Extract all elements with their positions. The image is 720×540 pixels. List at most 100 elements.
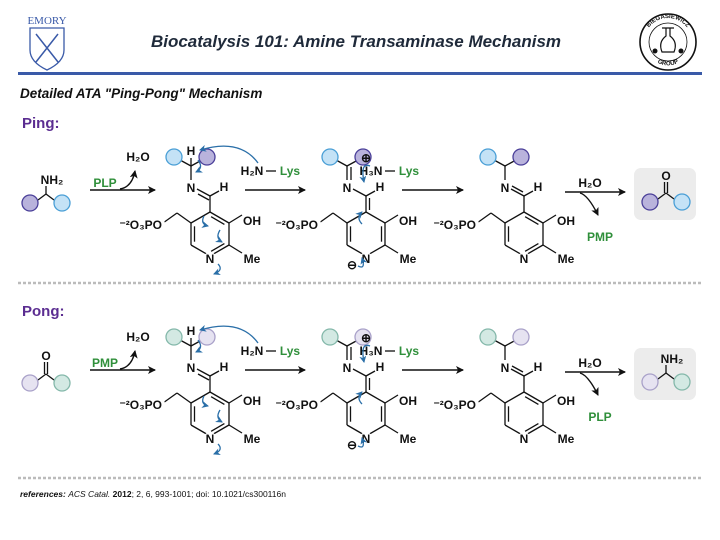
- phosphate-label: ⁻²O₃PO: [275, 398, 318, 412]
- references: references: ACS Catal. 2012; 2, 6, 993-1…: [20, 489, 286, 499]
- negative-charge: ⊖: [347, 438, 357, 452]
- atom-label: O: [41, 349, 50, 363]
- lysine-label: Lys: [280, 344, 301, 358]
- svg-text:GROUP: GROUP: [657, 59, 680, 67]
- page-title: Biocatalysis 101: Amine Transaminase Mec…: [151, 32, 561, 51]
- atom-label: N: [187, 361, 196, 375]
- atom-label: Me: [400, 252, 417, 266]
- atom-label: Me: [558, 252, 575, 266]
- atom-label: H: [220, 180, 229, 194]
- emory-logo-text: EMORY: [27, 15, 66, 27]
- substituent-circle: [165, 148, 183, 166]
- substituent-circle: [198, 148, 216, 166]
- electron-arrow-icon: [215, 229, 223, 243]
- electron-arrow-icon: [359, 164, 371, 183]
- subtitle: Detailed ATA "Ping-Pong" Mechanism: [20, 86, 262, 101]
- substituent-circle: [53, 194, 71, 212]
- substituent-circle: [512, 148, 530, 166]
- emory-logo: EMORY: [27, 15, 67, 71]
- electron-arrow-icon: [195, 339, 203, 353]
- cofactor-label: PMP: [587, 230, 613, 244]
- ketone-product: O: [634, 168, 696, 220]
- electron-arrow-icon: [201, 395, 209, 408]
- atom-label: OH: [557, 214, 575, 228]
- electron-arrow-icon: [357, 437, 368, 448]
- water-label: H₂O: [126, 330, 149, 344]
- electron-arrow-icon: [199, 144, 259, 164]
- substituent-circle: [354, 148, 372, 166]
- substituent-circle: [641, 373, 659, 391]
- atom-label: Me: [400, 432, 417, 446]
- water-label: H₂O: [578, 356, 601, 370]
- atom-label: H: [187, 144, 196, 158]
- section-label-ping: Ping:: [22, 115, 60, 132]
- electron-arrow-icon: [195, 159, 203, 173]
- substituent-circle: [321, 328, 339, 346]
- electron-arrow-icon: [357, 257, 368, 268]
- phosphate-label: ⁻²O₃PO: [433, 398, 476, 412]
- atom-label: OH: [399, 394, 417, 408]
- atom-label: N: [520, 432, 529, 446]
- atom-label: N: [206, 252, 215, 266]
- atom-label: Me: [244, 252, 261, 266]
- atom-label: H: [187, 324, 196, 338]
- lysine-label: Lys: [399, 164, 420, 178]
- positive-charge: ⊕: [361, 151, 371, 165]
- cofactor-label: PLP: [588, 410, 611, 424]
- cofactor-label: PLP: [93, 176, 116, 190]
- lysine-amine: H₂N: [241, 164, 264, 178]
- water-label: H₂O: [578, 176, 601, 190]
- atom-label: O: [661, 169, 670, 183]
- atom-label: N: [206, 432, 215, 446]
- substituent-circle: [479, 328, 497, 346]
- electron-arrow-icon: [355, 211, 363, 225]
- atom-label: H: [376, 360, 385, 374]
- phosphate-label: ⁻²O₃PO: [119, 398, 162, 412]
- electron-arrow-icon: [215, 409, 223, 423]
- substituent-circle: [165, 328, 183, 346]
- lysine-ammonium: H₃N: [360, 344, 383, 358]
- substituent-circle: [479, 148, 497, 166]
- atom-label: NH₂: [41, 173, 64, 187]
- electron-arrow-icon: [213, 263, 221, 276]
- substituent-circle: [198, 328, 216, 346]
- electron-arrow-icon: [201, 215, 209, 228]
- lysine-amine: H₂N: [241, 344, 264, 358]
- atom-label: NH₂: [661, 352, 684, 366]
- atom-label: OH: [243, 214, 261, 228]
- cofactor-label: PMP: [92, 356, 118, 370]
- amine-substrate: NH₂: [21, 173, 71, 212]
- atom-label: N: [520, 252, 529, 266]
- lysine-label: Lys: [280, 164, 301, 178]
- ketone-substrate: O: [21, 349, 71, 392]
- electron-arrow-icon: [359, 344, 371, 363]
- water-label: H₂O: [126, 150, 149, 164]
- atom-label: Me: [558, 432, 575, 446]
- biegasiewicz-group-logo: BIEGASIEWICZ GROUP: [639, 13, 697, 71]
- negative-charge: ⊖: [347, 258, 357, 272]
- substituent-circle: [321, 148, 339, 166]
- substituent-circle: [641, 193, 659, 211]
- substituent-circle: [21, 374, 39, 392]
- electron-arrow-icon: [355, 391, 363, 405]
- atom-label: OH: [399, 214, 417, 228]
- substituent-circle: [512, 328, 530, 346]
- phosphate-label: ⁻²O₃PO: [433, 218, 476, 232]
- positive-charge: ⊕: [361, 331, 371, 345]
- phosphate-label: ⁻²O₃PO: [275, 218, 318, 232]
- substituent-circle: [21, 194, 39, 212]
- torches-icon: [35, 33, 59, 63]
- amine-product: NH₂: [634, 348, 696, 400]
- substituent-circle: [673, 193, 691, 211]
- atom-label: H: [376, 180, 385, 194]
- lysine-ammonium: H₃N: [360, 164, 383, 178]
- electron-arrow-icon: [213, 443, 221, 456]
